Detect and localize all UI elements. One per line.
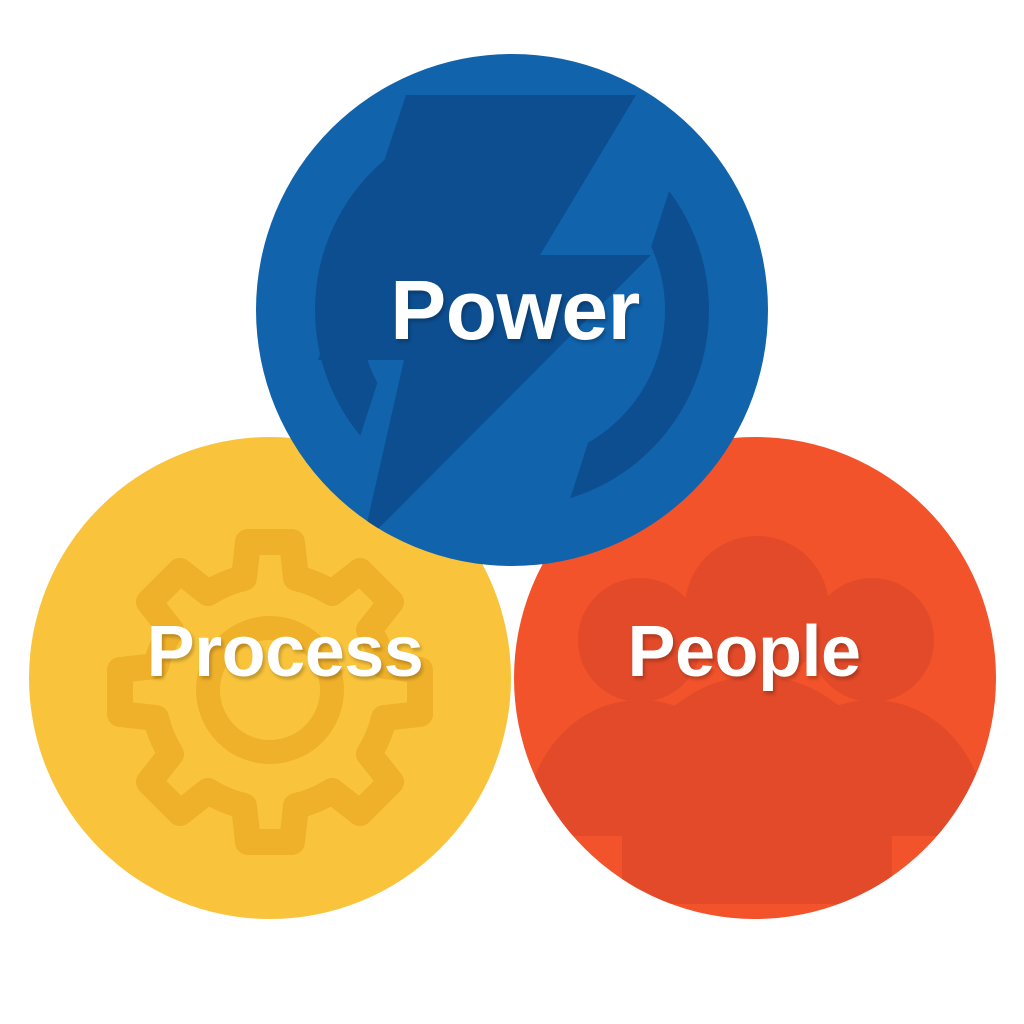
- circle-label-power: Power: [390, 263, 640, 357]
- circle-people[interactable]: [514, 437, 996, 919]
- circle-process[interactable]: [29, 437, 511, 919]
- circle-power[interactable]: [256, 54, 768, 566]
- people-group-icon: [528, 536, 984, 904]
- circle-label-people: People: [627, 612, 861, 692]
- gear-icon: [107, 529, 433, 855]
- lightning-bolt-power-icon: [256, 54, 768, 566]
- circle-label-process: Process: [146, 612, 424, 692]
